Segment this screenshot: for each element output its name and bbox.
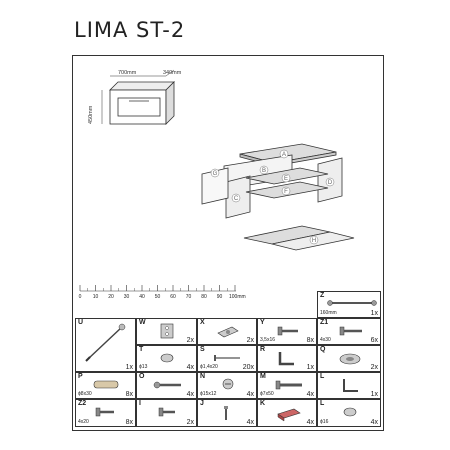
panel-letter-h: H (312, 238, 316, 244)
hanger-rail-icon (327, 300, 377, 306)
hardware-cell-w: W 2x (136, 318, 197, 345)
exploded-view (201, 143, 355, 251)
ruler-tick-label: 70 (185, 294, 192, 300)
ruler-tick-label: 20 (108, 294, 114, 300)
hardware-cell-j: J 4x (197, 399, 257, 427)
hardware-cell-i: I 2x (136, 399, 197, 427)
pad-icon (339, 353, 361, 365)
hardware-cell-y: Y 3,5x16 8x (257, 318, 317, 345)
panel-letter-f: F (284, 189, 288, 195)
hardware-cell-l-cap: L ϕ16 4x (317, 399, 381, 427)
ruler-tick-label: 10 (92, 294, 99, 300)
dim-depth: 340mm (163, 70, 182, 76)
dim-width: 700mm (118, 70, 137, 76)
hardware-cell-m: M ϕ7x50 4x (257, 372, 317, 399)
hinge-plate-icon (160, 323, 174, 339)
panel-letter-c: C (234, 196, 239, 202)
panel-letter-a: A (282, 152, 286, 158)
allen-key-icon (343, 379, 358, 392)
nail-icon (214, 355, 240, 361)
pin-icon (224, 406, 228, 420)
hardware-cell-t: T ϕ13 4x (136, 345, 197, 372)
dim-height: 450mm (88, 105, 94, 124)
hardware-cell-p: P ϕ8x30 8x (75, 372, 136, 399)
cap-icon (343, 407, 357, 417)
hardware-cell-z1: Z1 4x30 6x (317, 318, 381, 345)
screw-icon (277, 326, 298, 336)
ruler-tick-label: 80 (201, 294, 207, 300)
measurement-ruler: 0 10 20 30 40 50 60 70 80 90 100mm (78, 281, 246, 301)
screw-icon (95, 407, 114, 417)
ruler-tick-label: 90 (216, 294, 223, 300)
hardware-cell-o: O 4x (136, 372, 197, 399)
cap-icon (160, 353, 174, 363)
page-title: LIMA ST-2 (74, 18, 186, 42)
panel-letter-g: G (213, 171, 218, 177)
panel-letter-e: E (284, 176, 288, 182)
hardware-cell-z2: Z2 4x20 8x (75, 399, 136, 427)
hardware-cell-n: N ϕ15x12 4x (197, 372, 257, 399)
cam-lock-icon (222, 378, 234, 390)
ruler-tick-label: 60 (170, 294, 176, 300)
ruler-tick-label: 50 (154, 294, 161, 300)
hardware-cell-u: U 1x (75, 318, 136, 372)
ruler-tick-label: 30 (123, 294, 130, 300)
hardware-cell-r: R 1x (257, 345, 317, 372)
assembly-diagram: A B C D E F G H (101, 69, 355, 251)
screw-icon (275, 380, 302, 390)
panel-letter-d: D (328, 180, 333, 186)
hardware-cell-z: Z 160mm 1x (317, 291, 381, 318)
screw-icon (158, 407, 175, 417)
block-icon (277, 408, 301, 422)
hardware-cell-s: S ϕ1,4x20 20x (197, 345, 257, 372)
dowel-icon (93, 380, 119, 389)
ruler-tick-label: 0 (78, 294, 82, 300)
hardware-cell-l-key: L 1x (317, 372, 381, 399)
hardware-grid: Z 160mm 1x U 1x W 2x X 2x (75, 291, 381, 427)
hardware-cell-x: X 2x (197, 318, 257, 345)
ruler-tick-label: 100mm (229, 294, 246, 300)
instruction-frame (72, 55, 384, 431)
hardware-cell-q: Q 2x (317, 345, 381, 372)
cabinet-overview (101, 69, 175, 125)
cam-bolt-icon (153, 381, 181, 389)
panel-letter-b: B (262, 168, 266, 174)
ruler-tick-label: 40 (139, 294, 145, 300)
hardware-cell-k: K 4x (257, 399, 317, 427)
screw-icon (339, 326, 362, 336)
angle-bracket-icon (278, 352, 294, 366)
bracket-icon (217, 326, 239, 338)
hinge-rod-icon (85, 323, 126, 362)
